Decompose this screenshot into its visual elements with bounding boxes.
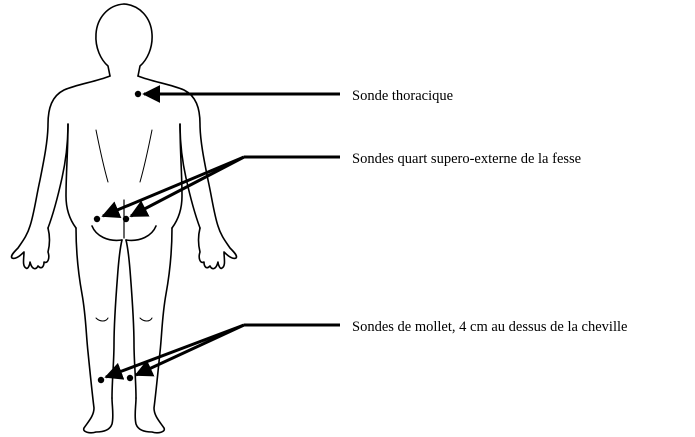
left-calf-probe-dot — [98, 377, 104, 383]
buttock-right-arrow — [131, 157, 244, 216]
buttock-left-arrow — [103, 157, 244, 216]
buttock-probe-label: Sondes quart supero-externe de la fesse — [352, 150, 581, 168]
calf-probe-label: Sondes de mollet, 4 cm au dessus de la c… — [352, 318, 627, 336]
right-buttock-probe-dot — [123, 216, 129, 222]
thoracic-probe-dot — [135, 91, 141, 97]
calf-right-arrow — [136, 325, 244, 375]
right-calf-probe-dot — [127, 375, 133, 381]
left-buttock-probe-dot — [94, 216, 100, 222]
calf-left-arrow — [106, 325, 244, 377]
thoracic-probe-label: Sonde thoracique — [352, 87, 453, 105]
